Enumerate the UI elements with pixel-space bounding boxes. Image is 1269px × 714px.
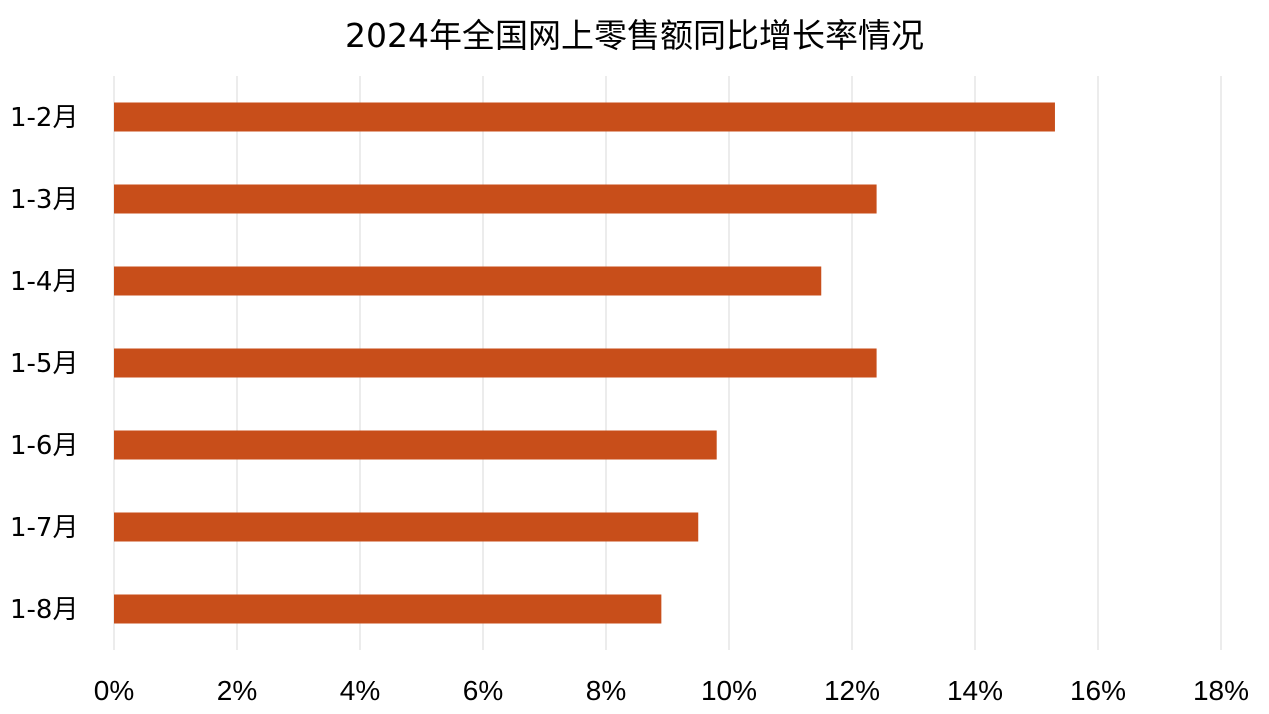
bar-5 — [114, 512, 699, 542]
x-tick-label-3: 6% — [463, 675, 503, 706]
x-tick-label-6: 12% — [824, 675, 880, 706]
category-label-3: 1-5月 — [10, 349, 78, 379]
category-label-2: 1-4月 — [10, 267, 78, 297]
bar-6 — [114, 594, 662, 624]
x-tick-label-5: 10% — [701, 675, 757, 706]
category-label-6: 1-8月 — [10, 595, 78, 625]
x-tick-label-9: 18% — [1193, 675, 1249, 706]
category-label-1: 1-3月 — [10, 185, 78, 215]
x-tick-label-7: 14% — [947, 675, 1003, 706]
x-tick-labels: 0% 2% 4% 6% 8% 10% 12% 14% 16% 18% — [94, 675, 1249, 706]
x-tick-label-1: 2% — [217, 675, 257, 706]
category-label-5: 1-7月 — [10, 513, 78, 543]
bar-0 — [114, 102, 1055, 132]
bar-2 — [114, 266, 822, 296]
category-label-0: 1-2月 — [10, 103, 78, 133]
bar-3 — [114, 348, 877, 378]
x-tick-label-4: 8% — [586, 675, 626, 706]
bars — [114, 102, 1055, 624]
bar-1 — [114, 184, 877, 214]
x-tick-label-8: 16% — [1070, 675, 1126, 706]
x-tick-label-0: 0% — [94, 675, 134, 706]
category-labels: 1-2月 1-3月 1-4月 1-5月 1-6月 1-7月 1-8月 — [10, 103, 78, 625]
bar-4 — [114, 430, 717, 460]
chart-title: 2024年全国网上零售额同比增长率情况 — [345, 16, 924, 55]
category-label-4: 1-6月 — [10, 431, 78, 461]
x-tick-label-2: 4% — [340, 675, 380, 706]
